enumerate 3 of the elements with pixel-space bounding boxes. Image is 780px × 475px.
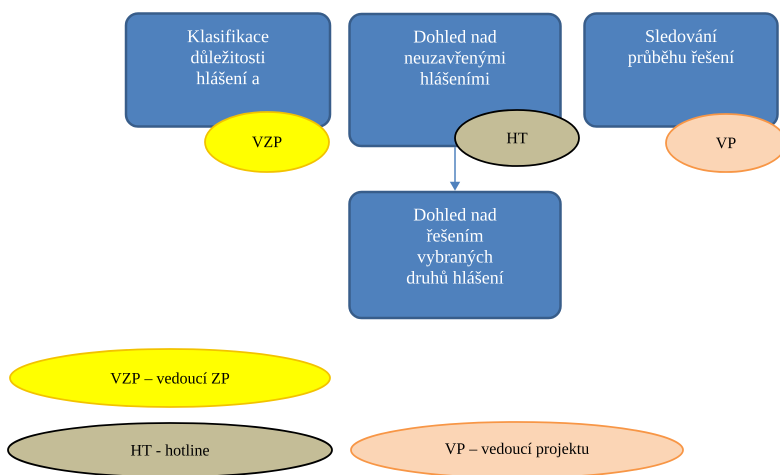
process-box: Sledování průběhu řešení [583, 12, 779, 128]
process-box: Klasifikace důležitosti hlášení a [124, 12, 332, 128]
process-box: Dohled nad řešením vybraných druhů hlášení [348, 190, 562, 320]
